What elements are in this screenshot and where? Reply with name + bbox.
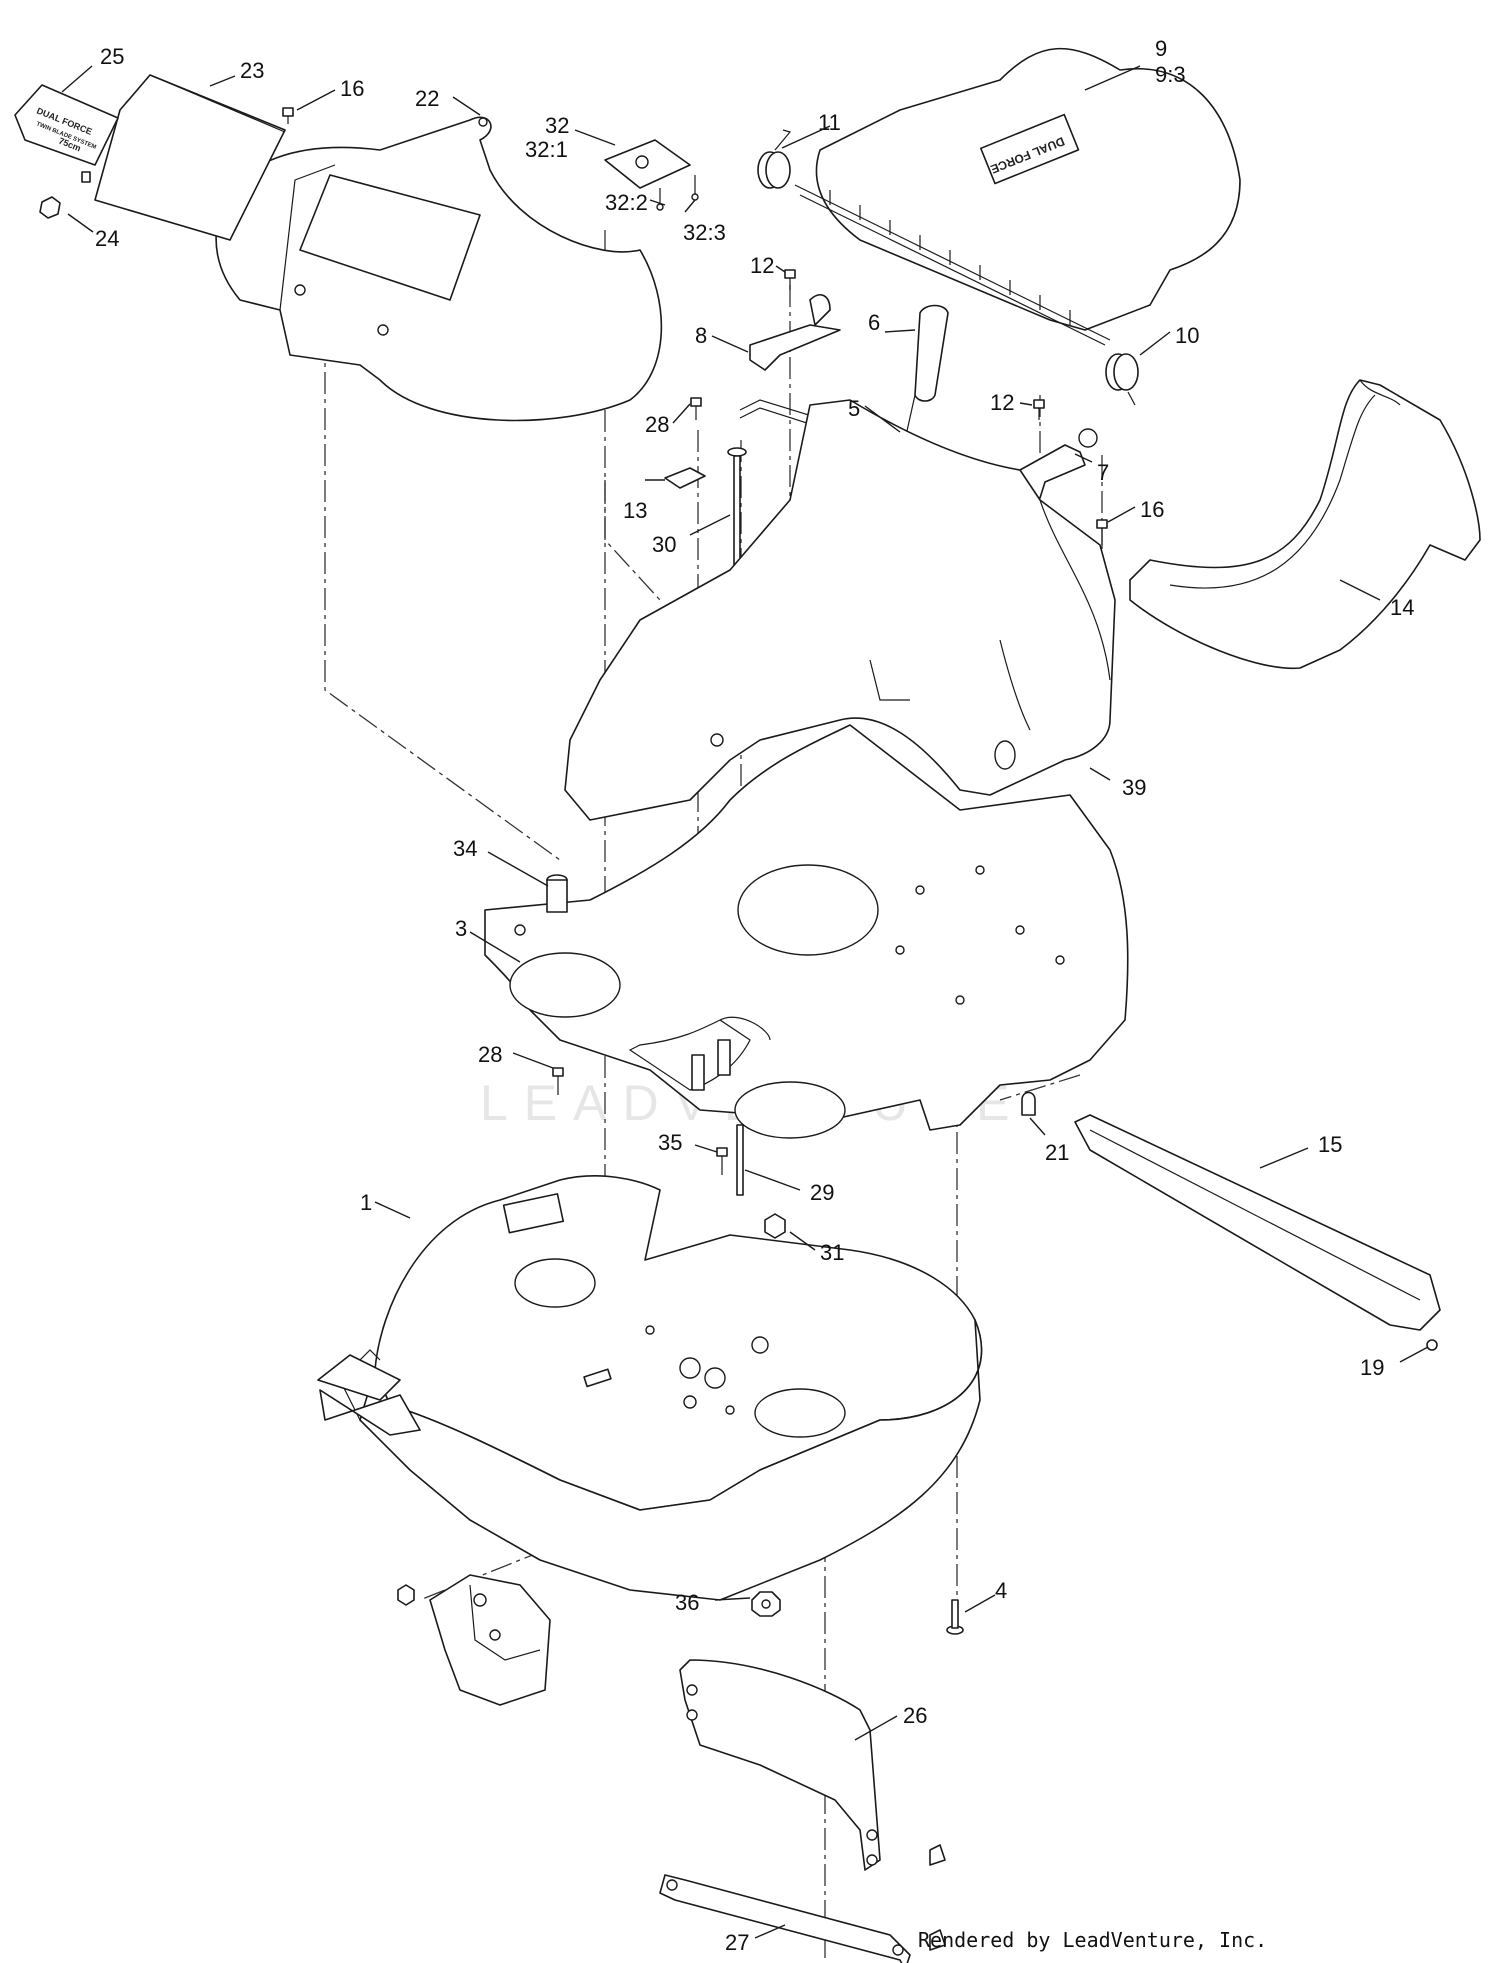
callout-26: 26 xyxy=(903,1703,927,1728)
torsion-spring-left xyxy=(757,129,792,189)
nut xyxy=(764,1213,786,1239)
callout-4: 4 xyxy=(995,1578,1007,1603)
callout-27: 27 xyxy=(725,1930,749,1955)
mulch-plug xyxy=(1129,379,1481,670)
grommet xyxy=(751,1591,781,1617)
callout-12-right: 12 xyxy=(990,390,1014,415)
callout-14: 14 xyxy=(1390,595,1414,620)
callout-9-3: 9:3 xyxy=(1155,62,1186,87)
callout-3: 3 xyxy=(455,916,467,941)
cover-ribs xyxy=(829,190,1071,325)
callout-11: 11 xyxy=(818,110,841,135)
callout-21: 21 xyxy=(1045,1140,1069,1165)
bolt xyxy=(552,1067,564,1095)
nut xyxy=(39,196,61,219)
callout-32-3: 32:3 xyxy=(683,220,726,245)
bagger-chute-cover xyxy=(215,116,663,422)
decal-plate xyxy=(81,74,286,241)
callout-29: 29 xyxy=(810,1180,834,1205)
bolt xyxy=(946,1599,964,1635)
bagger-label: DUAL FORCE TWIN BLADE SYSTEM 75cm xyxy=(14,84,119,166)
callout-labels: 25 23 16 22 24 32 32:1 32:2 32:3 9 9:3 1… xyxy=(95,36,1414,1955)
callout-32-2: 32:2 xyxy=(605,190,648,215)
callout-34: 34 xyxy=(453,836,477,861)
callout-6: 6 xyxy=(868,310,880,335)
rail xyxy=(1074,1114,1441,1331)
footer-credit: Rendered by LeadVenture, Inc. xyxy=(918,1928,1267,1952)
upper-deck-frame xyxy=(484,724,1129,1139)
callout-8: 8 xyxy=(695,323,707,348)
callout-39: 39 xyxy=(1122,775,1146,800)
spacer xyxy=(546,874,568,913)
callout-25: 25 xyxy=(100,44,124,69)
callout-31: 31 xyxy=(820,1240,844,1265)
cover-door: DUAL FORCE xyxy=(794,47,1241,346)
callout-7: 7 xyxy=(1097,460,1109,485)
spindle-posts xyxy=(691,1039,731,1091)
callout-19: 19 xyxy=(1360,1355,1384,1380)
callout-32-1: 32:1 xyxy=(525,137,568,162)
rod xyxy=(736,1124,744,1196)
lever-handle xyxy=(904,304,949,441)
callout-35: 35 xyxy=(658,1130,682,1155)
clip xyxy=(664,467,706,489)
callout-32: 32 xyxy=(545,113,569,138)
callout-28-top: 28 xyxy=(645,412,669,437)
callout-24: 24 xyxy=(95,226,119,251)
callout-23: 23 xyxy=(240,58,264,83)
callout-leaders xyxy=(61,65,1429,1939)
clip xyxy=(1021,1091,1036,1116)
callout-12: 12 xyxy=(750,253,774,278)
callout-10: 10 xyxy=(1175,323,1199,348)
deflector-housing xyxy=(564,399,1116,821)
frame-studs xyxy=(514,865,1065,1005)
bolt xyxy=(716,1147,728,1175)
screw xyxy=(1426,1339,1438,1351)
skid-bracket xyxy=(659,1874,946,1963)
callout-36: 36 xyxy=(675,1590,699,1615)
callout-22: 22 xyxy=(415,86,439,111)
callout-1: 1 xyxy=(360,1190,372,1215)
mower-deck xyxy=(317,1175,983,1601)
callout-13: 13 xyxy=(623,498,647,523)
callout-16-right: 16 xyxy=(1140,497,1164,522)
callout-16: 16 xyxy=(340,76,364,101)
torsion-spring-right xyxy=(1105,353,1139,406)
guard-plate xyxy=(679,1659,946,1871)
bolt xyxy=(690,397,702,420)
callout-28-bottom: 28 xyxy=(478,1042,502,1067)
callout-9: 9 xyxy=(1155,36,1167,61)
bolt xyxy=(1096,519,1108,545)
latch-bracket-right xyxy=(1019,428,1098,499)
bolt xyxy=(784,269,796,290)
bolt xyxy=(1033,399,1045,420)
callout-15: 15 xyxy=(1318,1132,1342,1157)
height-adjuster xyxy=(397,1574,551,1706)
bolt xyxy=(282,107,294,124)
latch-bracket-left xyxy=(749,294,841,371)
callout-30: 30 xyxy=(652,532,676,557)
callout-5: 5 xyxy=(848,396,860,421)
